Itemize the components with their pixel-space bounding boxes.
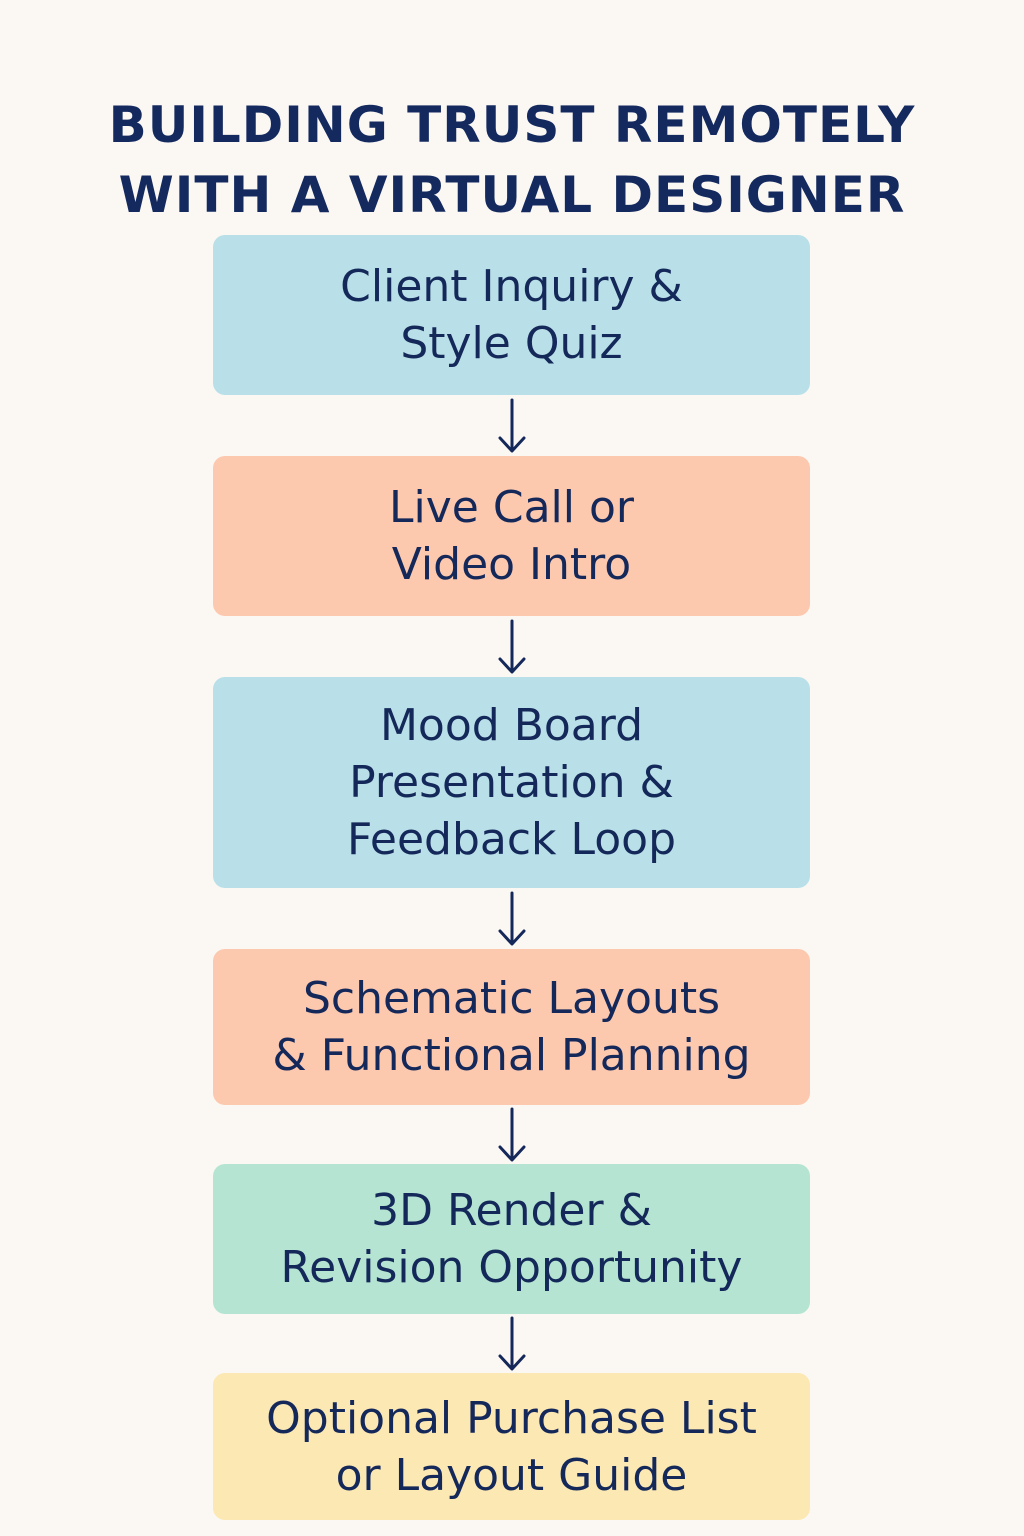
down-arrow-icon <box>213 616 810 677</box>
step-5-line-2: Revision Opportunity <box>280 1242 743 1293</box>
step-3-line-2: Presentation & <box>349 757 674 808</box>
step-3-line-3: Feedback Loop <box>346 814 677 865</box>
step-6-line-2: or Layout Guide <box>335 1449 688 1501</box>
step-mood-board: Mood Board Presentation & Feedback Loop <box>213 677 810 888</box>
down-arrow-icon <box>213 1105 810 1164</box>
process-flow: Client Inquiry & Style Quiz Live Call or… <box>213 235 810 1520</box>
step-purchase-list: Optional Purchase List or Layout Guide <box>213 1373 810 1520</box>
title-line-1: BUILDING TRUST REMOTELY <box>108 95 916 154</box>
step-1-line-1: Client Inquiry & <box>340 261 683 312</box>
step-4-line-1: Schematic Layouts <box>302 973 721 1024</box>
diagram-title: BUILDING TRUST REMOTELY WITH A VIRTUAL D… <box>0 90 1024 230</box>
step-1-line-2: Style Quiz <box>400 318 623 369</box>
step-2-line-1: Live Call or <box>389 482 634 533</box>
step-3-line-1: Mood Board <box>379 700 644 751</box>
step-3d-render: 3D Render & Revision Opportunity <box>213 1164 810 1314</box>
title-line-2: WITH A VIRTUAL DESIGNER <box>118 165 906 224</box>
down-arrow-icon <box>213 888 810 949</box>
down-arrow-icon <box>213 395 810 456</box>
step-6-line-1: Optional Purchase List <box>266 1392 757 1444</box>
step-schematic-layouts: Schematic Layouts & Functional Planning <box>213 949 810 1105</box>
step-5-line-1: 3D Render & <box>371 1185 652 1236</box>
step-client-inquiry: Client Inquiry & Style Quiz <box>213 235 810 395</box>
step-live-call: Live Call or Video Intro <box>213 456 810 616</box>
step-4-line-2: & Functional Planning <box>272 1030 751 1081</box>
down-arrow-icon <box>213 1314 810 1373</box>
step-2-line-2: Video Intro <box>391 539 632 590</box>
